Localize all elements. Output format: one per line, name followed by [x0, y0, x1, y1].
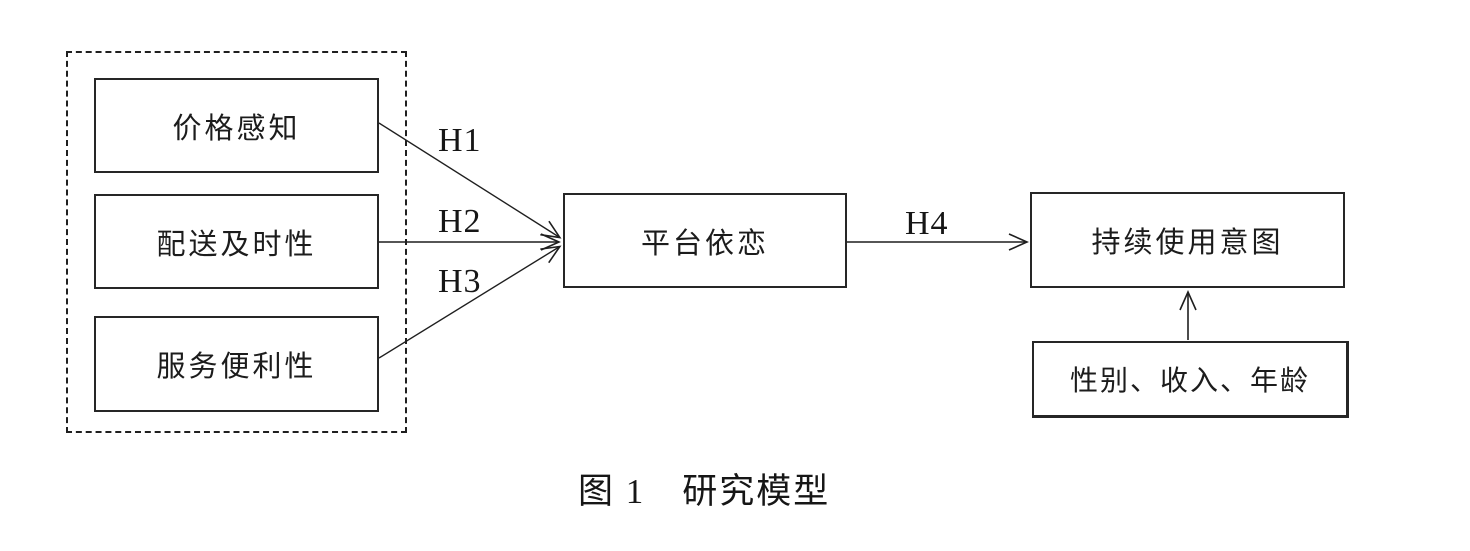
node-continuance-intention: 持续使用意图 [1030, 192, 1345, 288]
edge-label-h1: H1 [438, 122, 482, 159]
node-service-convenience-label: 服务便利性 [156, 351, 317, 383]
antecedents-dashed-group [66, 51, 407, 433]
edge-label-h4: H4 [905, 205, 949, 242]
node-demographics: 性别、收入、年龄 [1032, 341, 1349, 418]
node-price-perception: 价格感知 [94, 78, 379, 173]
node-delivery-timeliness-label: 配送及时性 [156, 228, 317, 261]
figure-caption: 图 1 研究模型 [578, 472, 831, 511]
node-service-convenience: 服务便利性 [94, 316, 379, 412]
edge-label-h2: H2 [438, 203, 482, 240]
node-platform-attachment: 平台依恋 [563, 193, 847, 288]
node-price-perception-label: 价格感知 [172, 112, 301, 145]
edge-label-h3: H3 [438, 263, 482, 300]
node-delivery-timeliness: 配送及时性 [94, 194, 379, 289]
arrow-h3 [378, 245, 562, 359]
node-continuance-intention-label: 持续使用意图 [1091, 227, 1284, 259]
arrow-h1 [378, 122, 562, 239]
node-demographics-label: 性别、收入、年龄 [1069, 366, 1310, 397]
node-platform-attachment-label: 平台依恋 [640, 227, 769, 260]
